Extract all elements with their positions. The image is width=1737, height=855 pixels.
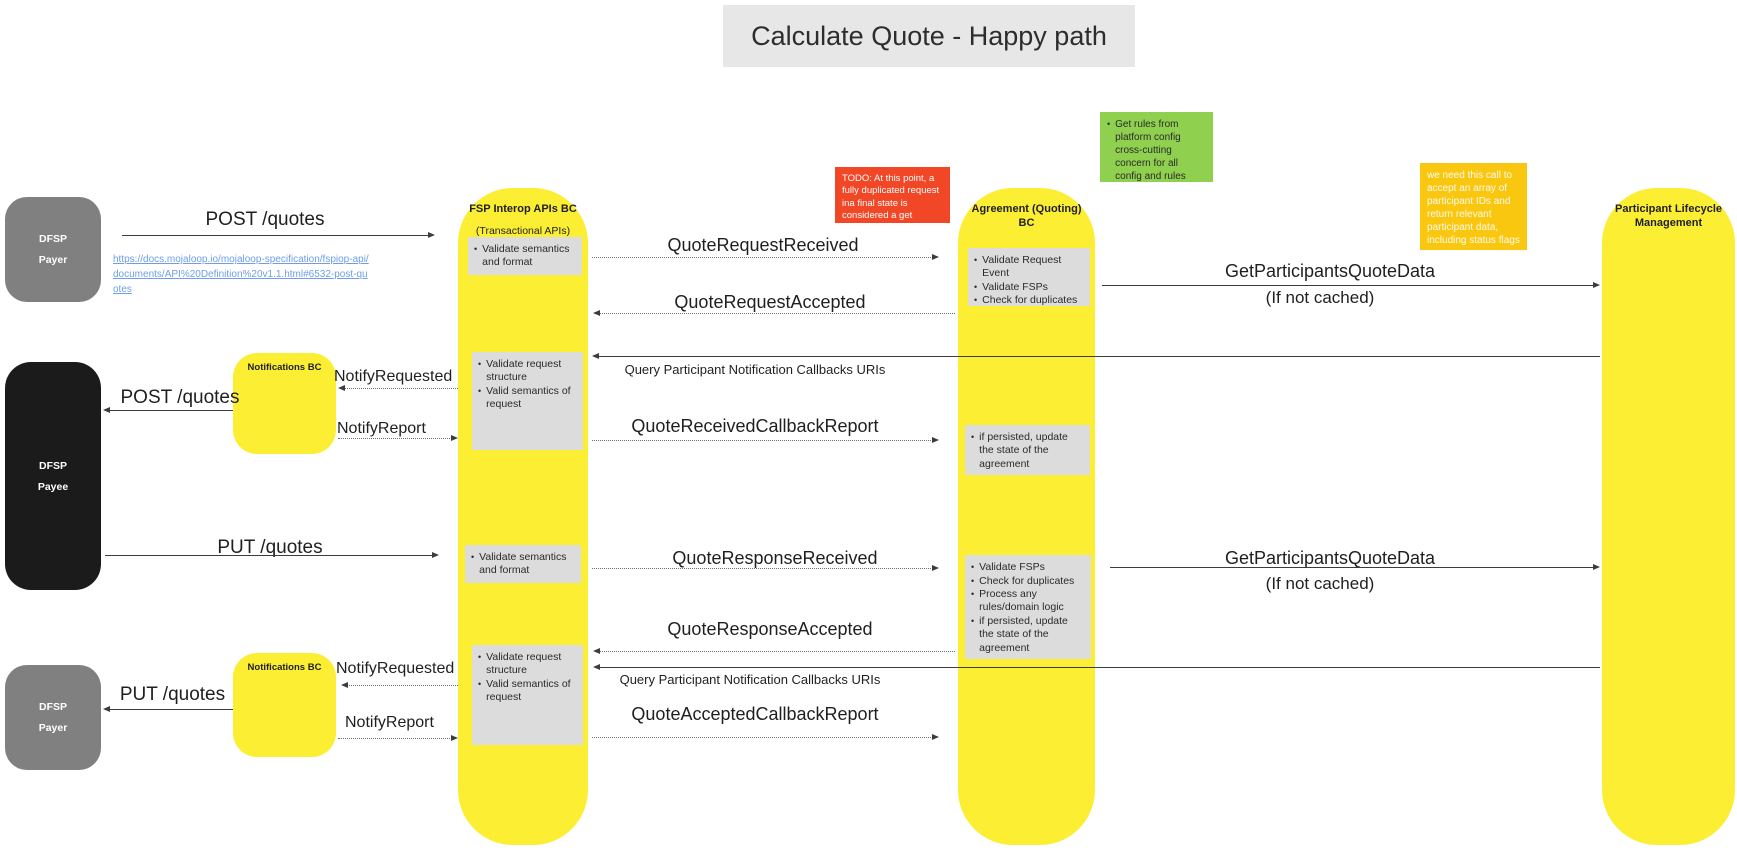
label-quote-request-received: QuoteRequestReceived — [667, 235, 859, 255]
label-get-participants-1: GetParticipantsQuoteData — [1224, 261, 1436, 281]
bullet-icon: • — [974, 255, 978, 265]
sticky-validate-structure-2: •Validate request structure •Valid seman… — [472, 645, 583, 745]
label-post-quotes-2: POST /quotes — [120, 387, 240, 408]
label-quote-request-accepted: QuoteRequestAccepted — [674, 292, 866, 312]
bullet-icon: • — [974, 295, 978, 306]
arrow-get-participants-1 — [1102, 282, 1600, 288]
bullet-icon: • — [474, 244, 478, 254]
bullet-icon: • — [478, 385, 482, 396]
actor-dfsp-payee: DFSP Payee — [5, 362, 101, 590]
sticky-agreement-validate-1: •Validate Request Event •Validate FSPs •… — [968, 248, 1090, 306]
arrow-post-quotes-1 — [122, 232, 435, 238]
note-participants-call-array: we need this call to accept an array of … — [1420, 163, 1527, 250]
bullet-icon: • — [971, 589, 975, 599]
bullet-icon: • — [1107, 119, 1111, 129]
actor-label: DFSP — [38, 459, 67, 472]
sticky-validate-structure-1: •Validate request structure •Valid seman… — [472, 352, 583, 450]
label-put-quotes-1: PUT /quotes — [217, 537, 323, 558]
bullet-icon: • — [971, 562, 975, 572]
sticky-agreement-validate-2: •Validate FSPs •Check for duplicates •Pr… — [965, 555, 1091, 659]
arrow-post-quotes-2 — [103, 407, 233, 413]
lane-title: FSP Interop APIs BC — [469, 203, 577, 215]
label-notify-report-1: NotifyReport — [337, 420, 426, 437]
arrow-put-quotes-2 — [103, 706, 233, 712]
arrow-quote-request-accepted — [593, 310, 955, 316]
arrow-get-participants-2 — [1110, 564, 1600, 570]
note-get-rules-platform-config: •Get rules from platform config cross-cu… — [1100, 112, 1213, 182]
actor-label: Payee — [37, 480, 69, 493]
label-if-not-cached-1: (If not cached) — [1265, 288, 1375, 307]
actor-label: DFSP — [38, 701, 67, 713]
actor-label: Payer — [38, 722, 68, 734]
bullet-icon: • — [471, 552, 475, 562]
sticky-validate-semantics-1: •Validate semantics and format — [468, 237, 582, 275]
arrow-query-callbacks-2 — [593, 664, 1600, 670]
label-if-not-cached-2: (If not cached) — [1265, 574, 1375, 593]
label-quote-received-callback: QuoteReceivedCallbackReport — [631, 416, 879, 436]
bullet-icon: • — [971, 432, 975, 442]
arrow-quote-response-received — [592, 565, 939, 571]
bullet-icon: • — [974, 281, 978, 292]
lane-fsp-interop-apis-bc: FSP Interop APIs BC (Transactional APIs) — [458, 188, 588, 845]
arrow-quote-request-received — [592, 254, 939, 260]
label-put-quotes-2: PUT /quotes — [119, 684, 226, 705]
arrow-notify-report-2 — [338, 735, 458, 741]
actor-dfsp-payer-bottom: DFSP Payer — [5, 665, 101, 770]
label-quote-response-accepted: QuoteResponseAccepted — [667, 619, 873, 639]
arrow-quote-accepted-callback — [592, 734, 939, 740]
label-quote-response-received: QuoteResponseReceived — [672, 548, 878, 568]
bullet-icon: • — [478, 359, 482, 369]
actor-dfsp-payer-top: DFSP Payer — [5, 197, 101, 302]
arrow-query-callbacks-1 — [592, 353, 1600, 359]
bullet-icon: • — [971, 575, 975, 586]
box-title: Notifications BC — [247, 362, 322, 373]
bullet-icon: • — [478, 678, 482, 689]
label-get-participants-2: GetParticipantsQuoteData — [1224, 548, 1436, 568]
actor-label: DFSP — [38, 233, 67, 245]
label-quote-accepted-callback: QuoteAcceptedCallbackReport — [631, 704, 879, 724]
mojaloop-spec-link[interactable]: https://docs.mojaloop.io/mojaloop-specif… — [113, 254, 369, 295]
arrow-quote-response-accepted — [593, 648, 955, 654]
label-notify-requested-2: NotifyRequested — [336, 660, 455, 677]
arrow-notify-report-1 — [338, 435, 458, 441]
box-notifications-bc-1: Notifications BC — [233, 353, 336, 454]
label-post-quotes-1: POST /quotes — [205, 209, 325, 230]
bullet-icon: • — [971, 615, 975, 626]
actor-label: Payer — [38, 254, 68, 266]
arrow-put-quotes-1 — [105, 552, 439, 558]
label-notify-requested-1: NotifyRequested — [334, 368, 453, 385]
arrow-quote-received-callback — [592, 437, 939, 443]
label-query-callbacks-2: Query Participant Notification Callbacks… — [619, 672, 881, 687]
lane-title: Participant Lifecycle Management — [1615, 203, 1722, 230]
sticky-agreement-persist-1: •if persisted, update the state of the a… — [965, 425, 1090, 475]
arrow-notify-requested-2 — [341, 682, 458, 688]
arrow-notify-requested-1 — [338, 385, 458, 391]
diagram-title: Calculate Quote - Happy path — [723, 5, 1135, 67]
sticky-validate-semantics-2: •Validate semantics and format — [465, 545, 581, 583]
label-notify-report-2: NotifyReport — [345, 714, 434, 731]
lane-subtitle: (Transactional APIs) — [475, 225, 571, 238]
box-notifications-bc-2: Notifications BC — [233, 653, 336, 757]
diagram-title-text: Calculate Quote - Happy path — [751, 20, 1107, 51]
box-title: Notifications BC — [247, 662, 322, 673]
bullet-icon: • — [478, 652, 482, 662]
label-query-callbacks-1: Query Participant Notification Callbacks… — [624, 362, 886, 377]
lane-title: Agreement (Quoting) BC — [971, 203, 1082, 230]
note-todo-duplicate-request: TODO: At this point, a fully duplicated … — [835, 167, 950, 233]
lane-participant-lifecycle-management: Participant Lifecycle Management — [1602, 188, 1735, 845]
